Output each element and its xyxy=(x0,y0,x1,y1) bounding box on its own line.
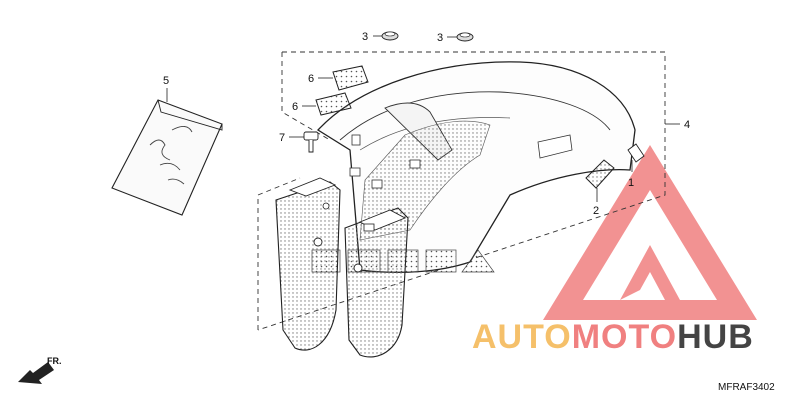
watermark-word-auto: AUTO xyxy=(472,318,572,356)
watermark-word-hub: HUB xyxy=(677,318,754,356)
callout-3b: 3 xyxy=(437,32,443,44)
part-pad-lower xyxy=(315,92,352,116)
callout-5: 5 xyxy=(163,75,169,87)
part-reflector xyxy=(585,159,615,189)
watermark-triangle-icon xyxy=(543,145,757,320)
diagram-code: MFRAF3402 xyxy=(718,382,775,393)
watermark-text: AUTOMOTOHUB xyxy=(472,318,754,356)
callout-1: 1 xyxy=(628,177,634,189)
front-direction-label: FR. xyxy=(47,356,62,366)
callout-3a: 3 xyxy=(362,31,368,43)
front-direction-arrow-icon: FR. xyxy=(18,356,62,384)
callout-6a: 6 xyxy=(308,73,314,85)
part-collar xyxy=(627,143,645,163)
part-grommet-b xyxy=(456,32,474,42)
watermark-word-moto: MOTO xyxy=(572,318,677,356)
callout-7: 7 xyxy=(279,132,285,144)
callout-6b: 6 xyxy=(292,101,298,113)
watermark-inner-mark xyxy=(620,245,680,300)
callout-4: 4 xyxy=(684,119,690,131)
part-pad-upper xyxy=(332,65,369,91)
callout-2: 2 xyxy=(593,205,599,217)
part-grommet-a xyxy=(381,31,399,41)
part-right-splash-guard xyxy=(344,207,409,358)
part-left-splash-guard xyxy=(275,177,341,351)
part-bag xyxy=(111,99,223,216)
leader-lines xyxy=(166,35,680,202)
part-clip xyxy=(303,131,319,153)
watermark-logo xyxy=(543,145,757,320)
